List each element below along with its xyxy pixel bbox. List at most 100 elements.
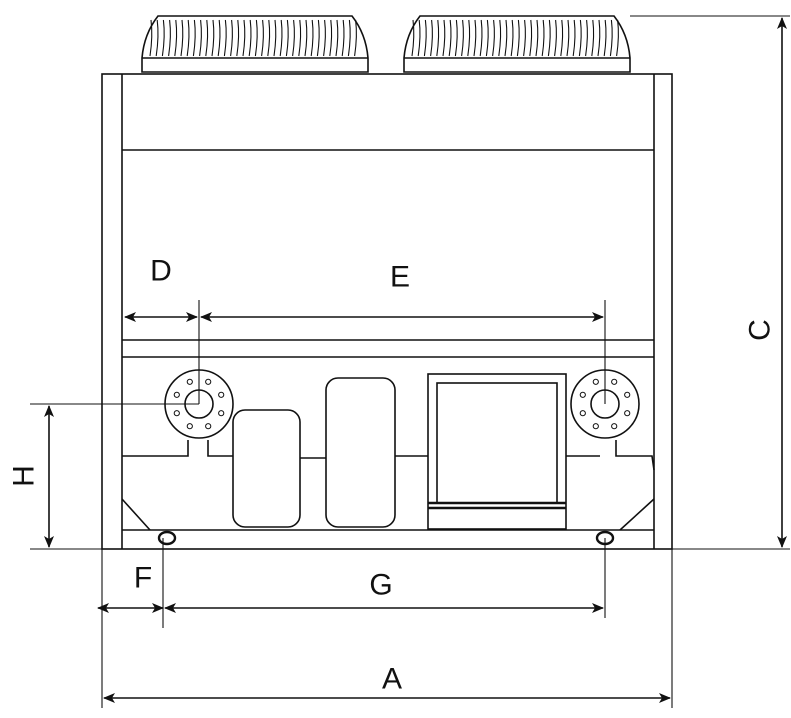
flange-bolt-hole [624,410,631,417]
fan-rib [174,19,178,57]
fan-rib [186,19,190,57]
dim-d-label: D [150,255,172,288]
fan-rib [279,19,283,57]
dim-e-label: E [390,261,410,294]
fan-rib [560,19,564,57]
fan-rib [304,19,308,57]
internal-piping [122,440,655,471]
compressor-right [325,377,396,528]
fan-rib [223,19,227,57]
left-fan [141,15,369,73]
fan-rib [547,19,551,57]
fan-rib [292,19,295,57]
fan-rib [566,19,570,57]
dim-c-label: C [744,319,777,341]
fan-rib [585,19,588,57]
fan-rib [267,19,271,57]
fan-rib [473,19,477,57]
flange-bolt-hole [205,378,212,385]
fan-rib [341,19,345,57]
fan-rib [149,19,153,57]
fan-rib [523,19,526,57]
fan-rib [347,19,351,57]
fan-rib [205,19,209,57]
right-fan [403,15,631,73]
fan-rib [516,19,520,57]
fan-rib [161,19,165,57]
extension-lines [30,15,790,708]
fan-rib [461,19,464,57]
flange-bolt-hole [611,423,618,430]
fan-rib [180,19,184,57]
fan-rib [467,19,471,57]
fan-rib [217,19,221,57]
fan-rib [199,19,202,57]
flange-bolt-hole [592,423,599,430]
fan-rib [323,19,326,57]
fan-rib [310,19,314,57]
fan-rib [572,19,576,57]
fan-rib [248,19,252,57]
fan-rib [254,19,258,57]
fan-rib [242,19,246,57]
fan-rib [354,19,357,57]
fan-rib [448,19,452,57]
fan-rib [597,19,601,57]
flange-bolt-hole [592,378,599,385]
heat-exchanger-box [427,373,567,530]
fan-rib [417,19,421,57]
fan-rib [504,19,508,57]
fan-rib [535,19,539,57]
flange-bolt-hole [205,423,212,430]
fan-rib [442,19,446,57]
dim-g-label: G [369,569,392,602]
flange-bolt-hole [173,391,180,398]
fan-rib [492,19,495,57]
dim-a-label: A [382,663,402,696]
fan-rib [430,19,433,57]
fan-rib [329,19,333,57]
fan-rib [510,19,514,57]
fan-rib [316,19,320,57]
fan-rib [609,19,613,57]
fan-rib [211,19,215,57]
fan-rib [485,19,489,57]
fan-rib [591,19,595,57]
fan-rib [529,19,533,57]
fan-rib [168,19,171,57]
dim-h-label: H [8,465,41,487]
fan-rib [192,19,196,57]
compressor-left [232,409,301,528]
fan-rib [155,19,159,57]
fan-rib [578,19,582,57]
fan-rib [498,19,502,57]
fan-rib [436,19,440,57]
fan-rib [285,19,289,57]
flange-bolt-hole [579,410,586,417]
flange-bolt-hole [611,378,618,385]
fan-rib [230,19,233,57]
fan-rib [603,19,607,57]
fan-rib [541,19,545,57]
flange-bolt-hole [186,378,193,385]
flange-bolt-hole [218,391,225,398]
flange-bolt-hole [579,391,586,398]
flange-bolt-hole [173,410,180,417]
fan-rib [616,19,619,57]
flange-bolt-hole [624,391,631,398]
fan-rib [423,19,427,57]
fan-rib [554,19,557,57]
fan-rib [411,19,415,57]
dim-f-label: F [134,562,152,595]
fan-rib [273,19,277,57]
drain-hole-left [157,530,177,546]
flange-bolt-hole [186,423,193,430]
fan-rib [261,19,264,57]
fan-rib [479,19,483,57]
flange-bolt-hole [218,410,225,417]
fan-rib [236,19,240,57]
fan-rib [335,19,339,57]
fan-rib [454,19,458,57]
